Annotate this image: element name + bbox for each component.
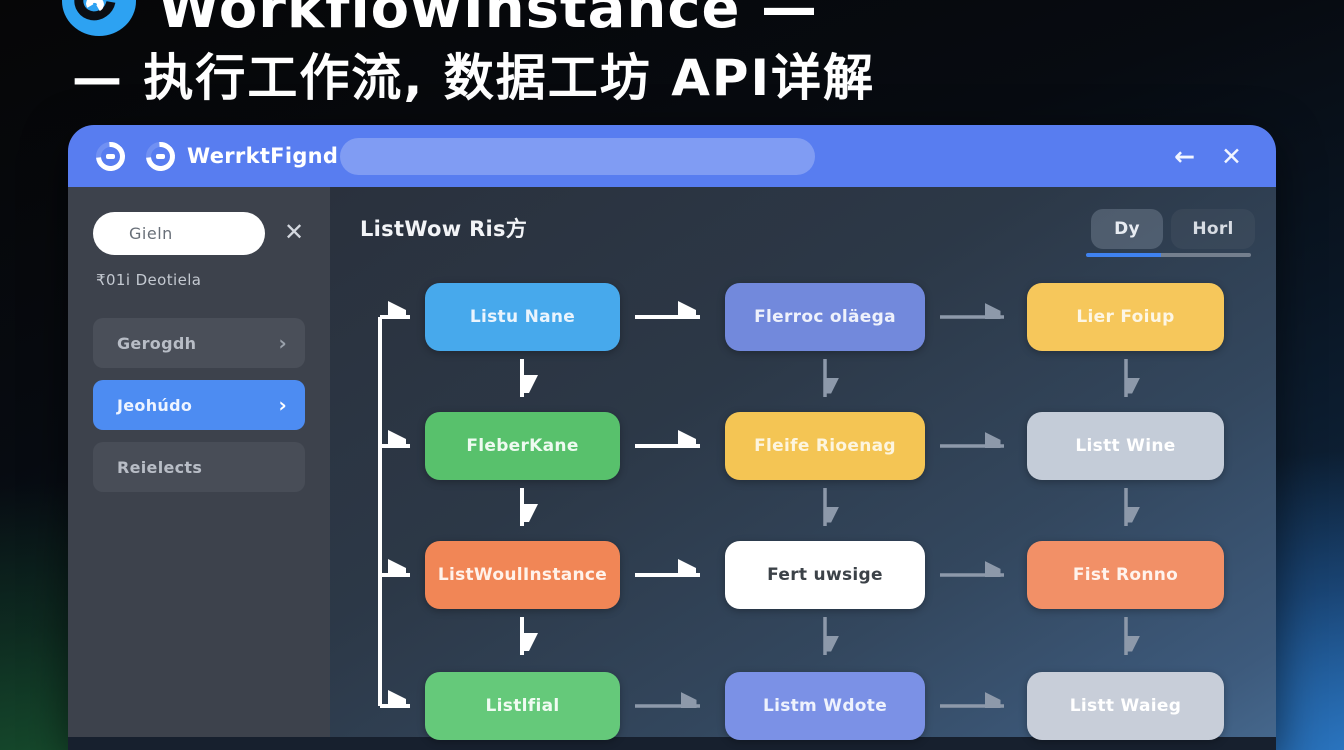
flow-connectors <box>378 187 1276 708</box>
brand-title: WerrktFignd <box>187 144 339 168</box>
flow-node[interactable]: Listt Waieg <box>1027 672 1224 740</box>
toggle-option-dy[interactable]: Dy <box>1091 209 1163 249</box>
sidebar-item-label: Reielects <box>117 457 203 477</box>
flow-node[interactable]: Listm Wdote <box>725 672 925 740</box>
sidebar-item-3[interactable]: Reielects <box>93 442 305 492</box>
sidebar-item-label: Jeohúdo <box>117 395 193 415</box>
app-window: WerrktFignd ← ✕ Gieln ✕ ₹01i Deotiela Ge… <box>68 125 1276 750</box>
sidebar-item-1[interactable]: Gerogdh › <box>93 318 305 368</box>
sidebar: Gieln ✕ ₹01i Deotiela Gerogdh › Jeohúdo … <box>68 187 330 737</box>
address-bar[interactable] <box>340 138 815 175</box>
sidebar-item-label: Gerogdh <box>117 333 197 353</box>
sidebar-item-2-active[interactable]: Jeohúdo › <box>93 380 305 430</box>
flowchart: Listu Nane Flerroc oläega Lier Foiup Fle… <box>330 187 1276 740</box>
main-canvas: ListWow Ris方 Dy Horl <box>330 187 1276 740</box>
app-logo-icon <box>90 135 131 177</box>
flow-node[interactable]: Fist Ronno <box>1027 541 1224 609</box>
window-header: WerrktFignd ← ✕ <box>68 125 1276 187</box>
flow-node[interactable]: ListWoulInstance <box>425 541 620 609</box>
toggle-option-horl[interactable]: Horl <box>1171 209 1255 249</box>
flow-node[interactable]: FleberKane <box>425 412 620 480</box>
flow-node[interactable]: Flerroc oläega <box>725 283 925 351</box>
chevron-right-icon: › <box>278 393 287 417</box>
flow-node[interactable]: Listt Wine <box>1027 412 1224 480</box>
chevron-right-icon: › <box>278 331 287 355</box>
app-logo-icon-2 <box>140 135 181 177</box>
page-title-line1: WorkflowInstance — <box>158 0 819 41</box>
window-footer <box>68 737 1276 750</box>
close-icon[interactable]: ✕ <box>1221 141 1242 171</box>
toggle-indicator <box>1086 253 1251 257</box>
page-logo-icon <box>62 0 136 36</box>
flow-node[interactable]: Listlfial <box>425 672 620 740</box>
flow-node[interactable]: Fert uwsige <box>725 541 925 609</box>
search-clear-icon[interactable]: ✕ <box>283 218 305 246</box>
flow-node[interactable]: Lier Foiup <box>1027 283 1224 351</box>
flow-node[interactable]: Fleife Rioenag <box>725 412 925 480</box>
sidebar-search-input[interactable]: Gieln <box>93 212 265 255</box>
view-toggle: Dy Horl <box>1091 209 1255 249</box>
flow-node[interactable]: Listu Nane <box>425 283 620 351</box>
sidebar-section-label: ₹01i Deotiela <box>96 271 202 289</box>
back-icon[interactable]: ← <box>1174 141 1196 171</box>
diagram-title: ListWow Ris方 <box>360 217 528 241</box>
page-title-line2: — 执行工作流, 数据工坊 API详解 <box>72 49 876 107</box>
